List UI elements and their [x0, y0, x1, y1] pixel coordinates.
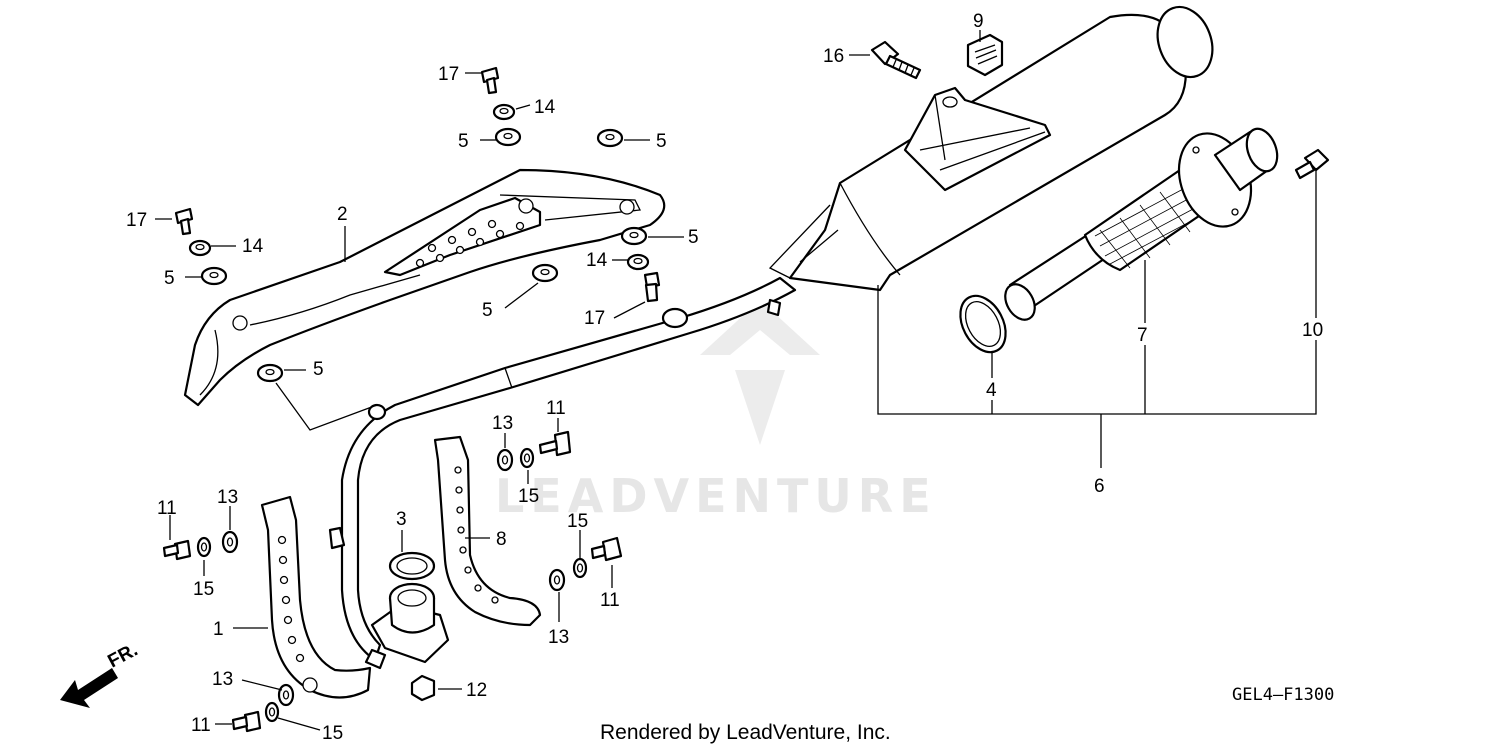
callout-15: 15: [193, 579, 214, 600]
watermark-text: LEADVENTURE: [495, 469, 937, 523]
callout-15: 15: [322, 723, 343, 744]
callout-17: 17: [126, 210, 147, 231]
tail-pipe: [1004, 127, 1279, 321]
callout-9: 9: [973, 11, 984, 32]
direction-label: FR.: [104, 640, 141, 673]
callout-14: 14: [586, 250, 608, 271]
callout-11: 11: [546, 398, 566, 419]
front-direction-arrow: FR.: [60, 640, 141, 708]
footer-credit: Rendered by LeadVenture, Inc.: [600, 721, 891, 744]
callout-13: 13: [548, 627, 569, 648]
callout-2: 2: [337, 204, 348, 225]
callout-13: 13: [492, 413, 513, 434]
callout-15: 15: [567, 511, 588, 532]
callout-14: 14: [534, 97, 556, 118]
callout-16: 16: [823, 46, 844, 67]
bolt-16: [870, 40, 922, 80]
callout-7: 7: [1137, 325, 1148, 346]
callout-15: 15: [518, 486, 539, 507]
callout-5: 5: [688, 227, 699, 248]
leader-lines: [155, 30, 1317, 731]
callout-14: 14: [242, 236, 264, 257]
heat-shield-1: [260, 495, 372, 699]
callout-11: 11: [157, 498, 177, 519]
callout-5: 5: [313, 359, 324, 380]
callout-12: 12: [466, 680, 487, 701]
nut-12: [410, 674, 436, 702]
bolts: [162, 66, 661, 733]
callout-3: 3: [396, 509, 407, 530]
callout-5: 5: [458, 131, 469, 152]
gasket-3: [388, 551, 436, 581]
callout-8: 8: [496, 529, 507, 550]
gasket-4: [959, 294, 1007, 354]
bolt-10: [1294, 148, 1330, 180]
washers: [188, 103, 650, 723]
callout-5: 5: [656, 131, 667, 152]
callout-6: 6: [1094, 476, 1105, 497]
heat-shield-2: [183, 168, 666, 407]
callout-5: 5: [164, 268, 175, 289]
callout-13: 13: [212, 669, 233, 690]
muffler: [768, 5, 1214, 292]
exhaust-pipe: [328, 276, 797, 670]
callout-10: 10: [1302, 320, 1323, 341]
callout-11: 11: [191, 715, 211, 736]
callout-17: 17: [584, 308, 605, 329]
callout-17: 17: [438, 64, 459, 85]
callout-13: 13: [217, 487, 238, 508]
callout-5: 5: [482, 300, 493, 321]
exhaust-flange: [370, 582, 450, 664]
callouts: 17 14 5 5 17 14 5 2 5 14 5 17 5 16 9 7 1…: [126, 11, 1323, 744]
callout-1: 1: [213, 619, 224, 640]
heat-shield-8: [433, 435, 542, 627]
callout-11: 11: [600, 590, 620, 611]
watermark: LEADVENTURE: [495, 300, 937, 523]
callout-4: 4: [986, 380, 997, 401]
diagram-code: GEL4—F1300: [1232, 685, 1334, 705]
clip-9: [966, 33, 1004, 77]
